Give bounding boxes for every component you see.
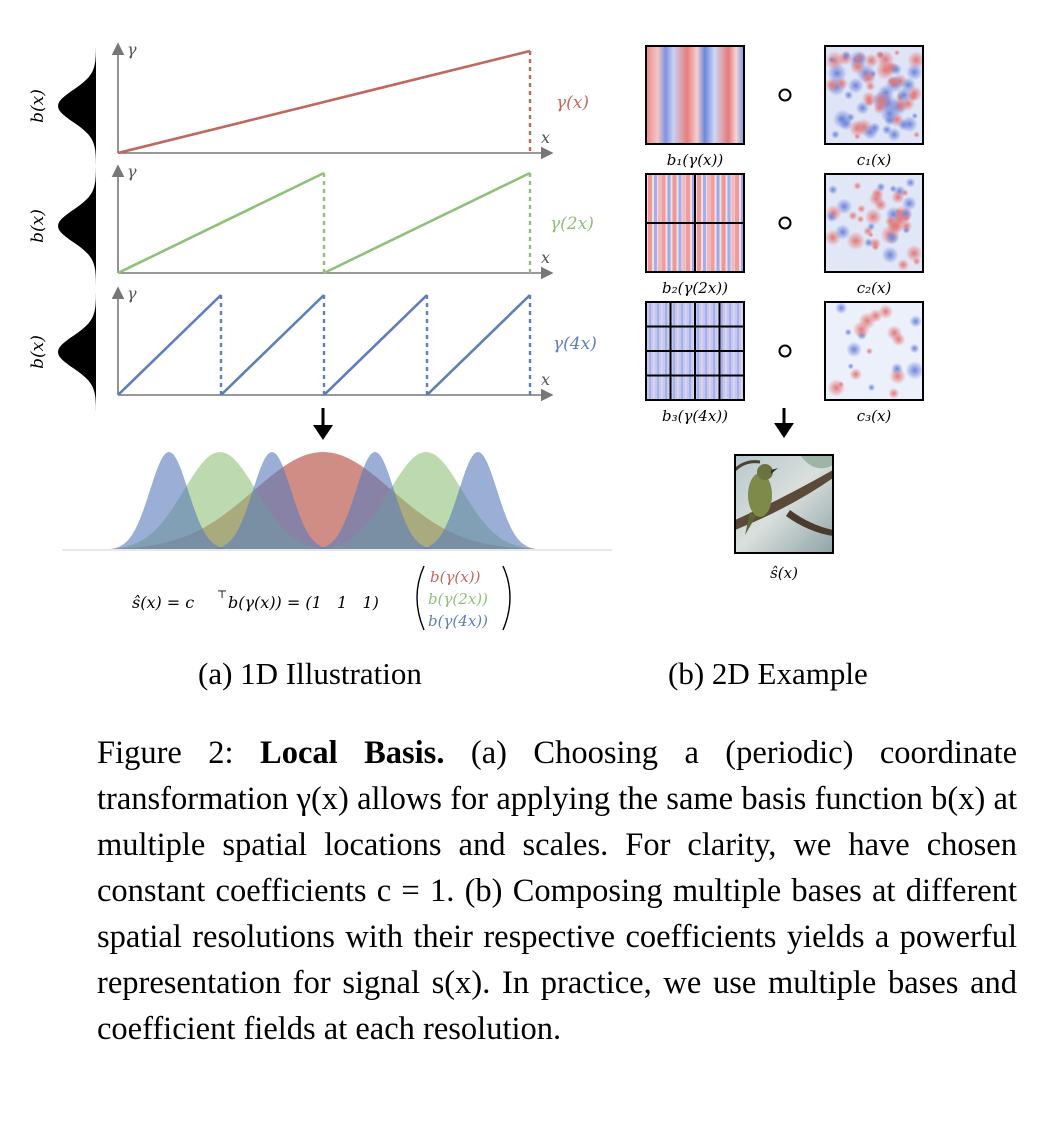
- mix-blue-2: [214, 452, 330, 550]
- x-axis-label-2: x: [541, 248, 550, 267]
- composition-symbol-1: [778, 88, 792, 102]
- subcaption-b: (b) 2D Example: [668, 656, 868, 691]
- y-axis-label-1: γ: [127, 40, 137, 59]
- gaussian-glyph-2: [58, 167, 96, 285]
- caption-text: (a) Choosing a (periodic) coordinate tra…: [97, 735, 1018, 1047]
- sawtooth-curves: [117, 49, 532, 396]
- coefficient-image-1: [824, 45, 926, 145]
- output-label: ŝ(x): [770, 564, 798, 582]
- gaussian-glyph-3: [58, 293, 96, 411]
- basis-label-2: b₂(γ(2x)): [662, 279, 728, 297]
- basis-label-3: b₃(γ(4x)): [662, 407, 728, 425]
- gaussian-glyph-1: [58, 47, 96, 165]
- down-arrow-b: [774, 423, 794, 438]
- composition-symbol-2: [778, 216, 792, 230]
- basis-label-1: b₁(γ(x)): [667, 151, 724, 169]
- ramp-3-1: [117, 294, 222, 396]
- output-photo-bird: [733, 454, 834, 554]
- vector-entry-3: b(γ(4x)): [428, 612, 488, 630]
- mix-blue-3: [317, 452, 433, 550]
- caption-prefix: Figure 2:: [97, 735, 234, 771]
- ramp-3-3: [323, 294, 428, 396]
- ramp-3-4: [426, 294, 531, 396]
- ramp-3-2: [220, 294, 325, 396]
- x-axis-label-3: x: [541, 370, 550, 389]
- composition-symbol-3: [778, 344, 792, 358]
- mix-blue-1: [111, 452, 227, 550]
- coef-label-3: c₃(x): [857, 407, 892, 425]
- subcaption-a: (a) 1D Illustration: [198, 656, 422, 691]
- y-axis-label-2: γ: [127, 162, 137, 181]
- ramp-2-2: [323, 171, 531, 275]
- coef-label-1: c₁(x): [857, 151, 892, 169]
- equation: ŝ(x) = c ⊤ b(γ(x)) = (1 1 1) b(γ(x)) b(γ…: [132, 565, 511, 631]
- basis-function-glyphs: [58, 47, 96, 411]
- coefficient-image-2: [824, 173, 924, 273]
- mix-blue-4: [420, 452, 536, 550]
- ramp-1-1: [117, 49, 531, 155]
- x-axis-label-1: x: [541, 128, 550, 147]
- caption-title: Local Basis.: [260, 735, 445, 771]
- panel-a-1d-illustration: b(x) b(x) b(x) γ x γ x γ x γ(x) γ(2x) γ(4x) ŝ…: [28, 40, 612, 631]
- figure-caption: Figure 2: Local Basis. (a) Choosing a (p…: [97, 730, 1017, 1052]
- summed-basis-functions: [110, 452, 536, 550]
- ramp-2-1: [117, 171, 325, 275]
- down-arrow-a: [313, 425, 333, 440]
- coefficient-image-3: [824, 301, 925, 401]
- coordinate-axes: [111, 42, 554, 402]
- equation-lhs: ŝ(x) = c: [132, 593, 194, 612]
- equation-transpose: ⊤: [217, 588, 227, 601]
- panel-b-2d-example: b₁(γ(x)) b₂(γ(2x)) b₃(γ(4x)) c₁(x) c₂(x)…: [645, 45, 926, 582]
- vector-entry-1: b(γ(x)): [430, 568, 481, 586]
- vector-entry-2: b(γ(2x)): [428, 590, 488, 608]
- curve-label-gamma-2x: γ(2x): [550, 214, 594, 234]
- curve-label-gamma-x: γ(x): [556, 93, 589, 113]
- figure-2: b(x) b(x) b(x) γ x γ x γ x γ(x) γ(2x) γ(4x) ŝ…: [28, 40, 926, 631]
- side-label-2: b(x): [28, 209, 48, 243]
- axis-labels: γ x γ x γ x: [127, 40, 550, 389]
- basis-image-2: [645, 173, 745, 273]
- basis-image-1: [645, 45, 745, 145]
- side-label-3: b(x): [28, 335, 48, 369]
- basis-image-3: [645, 301, 745, 401]
- coef-label-2: c₂(x): [857, 279, 892, 297]
- equation-mid: b(γ(x)) = (1 1 1): [228, 593, 379, 612]
- y-axis-label-3: γ: [127, 284, 137, 303]
- side-label-1: b(x): [28, 89, 48, 123]
- curve-label-gamma-4x: γ(4x): [553, 334, 597, 354]
